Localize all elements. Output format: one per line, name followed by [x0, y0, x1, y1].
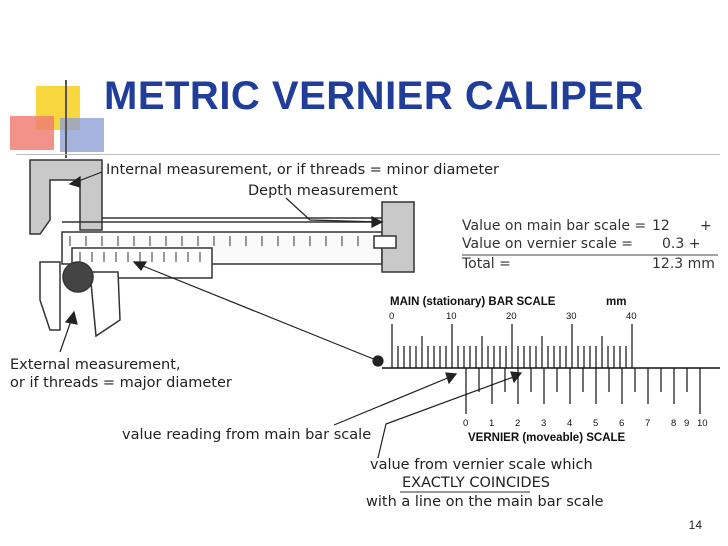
vernier-tick-5: 5: [593, 418, 599, 429]
calc-main-value: 12: [652, 218, 670, 234]
vernier-tick-3: 3: [541, 418, 547, 429]
calc-main-label: Value on main bar scale =: [462, 218, 647, 234]
vernier-tick-10: 10: [697, 418, 708, 429]
main-scale-unit: mm: [606, 296, 627, 308]
beam-graduations: [69, 236, 359, 262]
upper-jaw: [29, 159, 103, 235]
label-vernier-line1: value from vernier scale which: [370, 457, 593, 473]
title-rule: [16, 154, 720, 155]
main-tick-20: 20: [506, 311, 517, 322]
page-title: METRIC VERNIER CALIPER: [104, 74, 644, 118]
main-tick-30: 30: [566, 311, 577, 322]
main-tick-40: 40: [626, 311, 637, 322]
calc-vernier-value: 0.3 +: [662, 236, 701, 252]
vernier-scale: [465, 368, 701, 414]
vernier-tick-9: 9: [684, 418, 690, 429]
decor-blue-square: [60, 118, 104, 152]
vernier-scale-title: VERNIER (moveable) SCALE: [468, 432, 626, 444]
calc-total-label: Total =: [462, 256, 511, 272]
arrow-vernier-reading: [377, 375, 517, 459]
calc-total-value: 12.3 mm: [652, 256, 715, 272]
main-tick-0: 0: [389, 311, 395, 322]
vernier-tick-2: 2: [515, 418, 521, 429]
slide-number: 14: [688, 518, 702, 532]
label-depth-measurement: Depth measurement: [248, 183, 398, 199]
vernier-tick-1: 1: [489, 418, 495, 429]
vernier-tick-8: 8: [671, 418, 677, 429]
decor-red-square: [10, 116, 54, 150]
main-tick-10: 10: [446, 311, 457, 322]
calc-vernier-label: Value on vernier scale =: [462, 236, 634, 252]
lower-jaw-fixed: [39, 261, 61, 331]
vernier-tick-0: 0: [463, 418, 469, 429]
main-bar-scale: [382, 324, 720, 369]
main-scale-title: MAIN (stationary) BAR SCALE: [390, 296, 556, 308]
vernier-tick-4: 4: [567, 418, 573, 429]
pointer-dot: [372, 355, 384, 367]
calc-main-op: +: [700, 218, 712, 234]
label-internal-measurement: Internal measurement, or if threads = mi…: [106, 162, 500, 178]
arrow-depth: [285, 197, 381, 223]
label-vernier-line3: with a line on the main bar scale: [366, 494, 604, 510]
decor-vertical-line: [65, 80, 67, 158]
label-vernier-line2: EXACTLY COINCIDES: [402, 475, 550, 491]
vernier-tick-6: 6: [619, 418, 625, 429]
arrow-main-reading: [333, 376, 451, 426]
arrow-main-to-caliper: [137, 263, 377, 361]
label-external-line2: or if threads = major diameter: [10, 375, 232, 391]
arrow-external: [59, 317, 73, 353]
lower-jaw-moving: [89, 271, 121, 338]
label-main-reading: value reading from main bar scale: [122, 427, 372, 443]
vernier-tick-7: 7: [645, 418, 651, 429]
label-external-line1: External measurement,: [10, 357, 181, 373]
measured-object: [62, 261, 94, 293]
